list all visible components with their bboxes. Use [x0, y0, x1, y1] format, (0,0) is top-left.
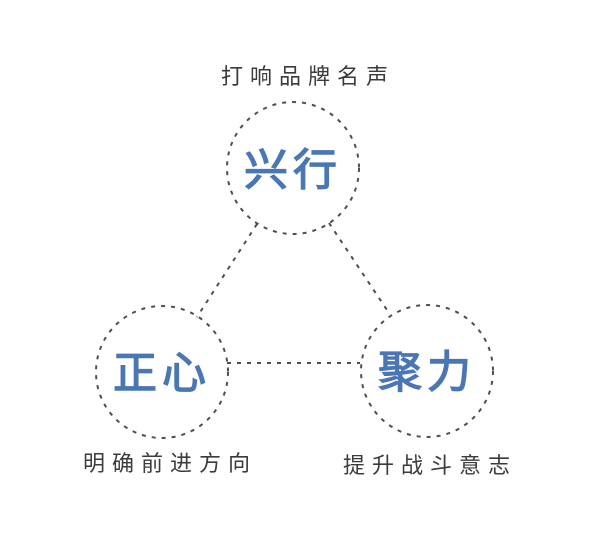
edge-top-left	[196, 223, 258, 318]
node-circle-right	[360, 304, 494, 438]
node-label-left: 正心	[113, 349, 211, 398]
node-label-top: 兴行	[244, 146, 342, 195]
node-circle-left	[95, 305, 229, 439]
node-label-right: 聚力	[378, 348, 476, 397]
edge-top-right	[328, 222, 390, 314]
caption-left: 明确前进方向	[82, 451, 257, 476]
node-circle-top	[226, 101, 360, 235]
caption-top: 打响品牌名声	[220, 64, 395, 89]
caption-right: 提升战斗意志	[342, 453, 517, 478]
